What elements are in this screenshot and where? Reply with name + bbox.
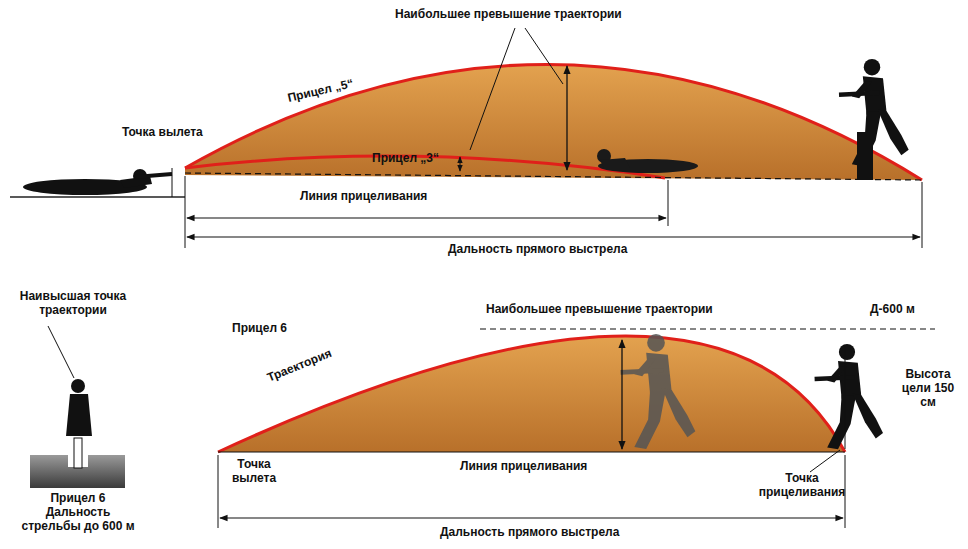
sight-label: Прицел 6 bbox=[232, 322, 287, 336]
sight-range-label: Прицел 6 Дальность стрельбы до 600 м bbox=[18, 492, 138, 533]
aiming-line bbox=[218, 451, 845, 452]
target-height-label: Высота цели 150 см bbox=[893, 368, 963, 409]
trajectory-sight-5 bbox=[185, 64, 922, 180]
dimension-arrow bbox=[187, 236, 920, 237]
point-label: Точка прицеливания bbox=[752, 472, 852, 500]
trajectory-sight-6 bbox=[218, 336, 845, 452]
leader-line bbox=[810, 450, 840, 472]
sight3-rise-arrow bbox=[460, 157, 461, 171]
extension-line bbox=[668, 180, 669, 226]
max-height-line bbox=[480, 328, 935, 329]
dimension-label: Дальность прямого выстрела bbox=[448, 243, 627, 257]
aiming-line bbox=[185, 173, 922, 180]
callout-label: Наибольшее превышение траектории bbox=[395, 8, 622, 22]
distance-label: Д-600 м bbox=[868, 303, 917, 317]
leader-line bbox=[470, 28, 515, 150]
extension-line bbox=[922, 182, 923, 248]
dimension-label: Линия прицеливания bbox=[460, 460, 587, 474]
trajectory-area bbox=[218, 336, 845, 452]
target-post bbox=[857, 132, 873, 180]
trajectory-area bbox=[185, 64, 922, 180]
running-target bbox=[839, 59, 909, 166]
point-label: Точка вылета bbox=[122, 126, 203, 140]
max-rise-arrow bbox=[566, 66, 567, 170]
dimension-arrow bbox=[220, 517, 843, 518]
prone-shooter bbox=[23, 168, 172, 197]
running-target bbox=[815, 344, 883, 449]
dimension-arrow bbox=[187, 217, 666, 218]
dimension-label: Линия прицеливания bbox=[300, 190, 427, 204]
sight-picture bbox=[30, 379, 125, 488]
extension-line bbox=[218, 455, 219, 528]
target-height-line bbox=[845, 345, 846, 449]
extension-line bbox=[185, 176, 186, 248]
dimension-label: Дальность прямого выстрела bbox=[440, 526, 619, 540]
prone-target bbox=[597, 149, 698, 173]
sight-label: Прицел „3“ bbox=[372, 152, 439, 166]
point-label: Точка вылета bbox=[224, 458, 284, 486]
leader-line bbox=[48, 326, 74, 378]
callout-label: Наибольшее превышение траектории bbox=[484, 303, 715, 317]
running-target bbox=[621, 334, 696, 449]
callout-label: Наивысшая точка траектории bbox=[8, 290, 138, 318]
trajectory-label: Траектория bbox=[265, 347, 334, 385]
ground-line bbox=[10, 196, 185, 198]
leader-line bbox=[525, 28, 563, 84]
max-rise-arrow bbox=[621, 340, 622, 449]
